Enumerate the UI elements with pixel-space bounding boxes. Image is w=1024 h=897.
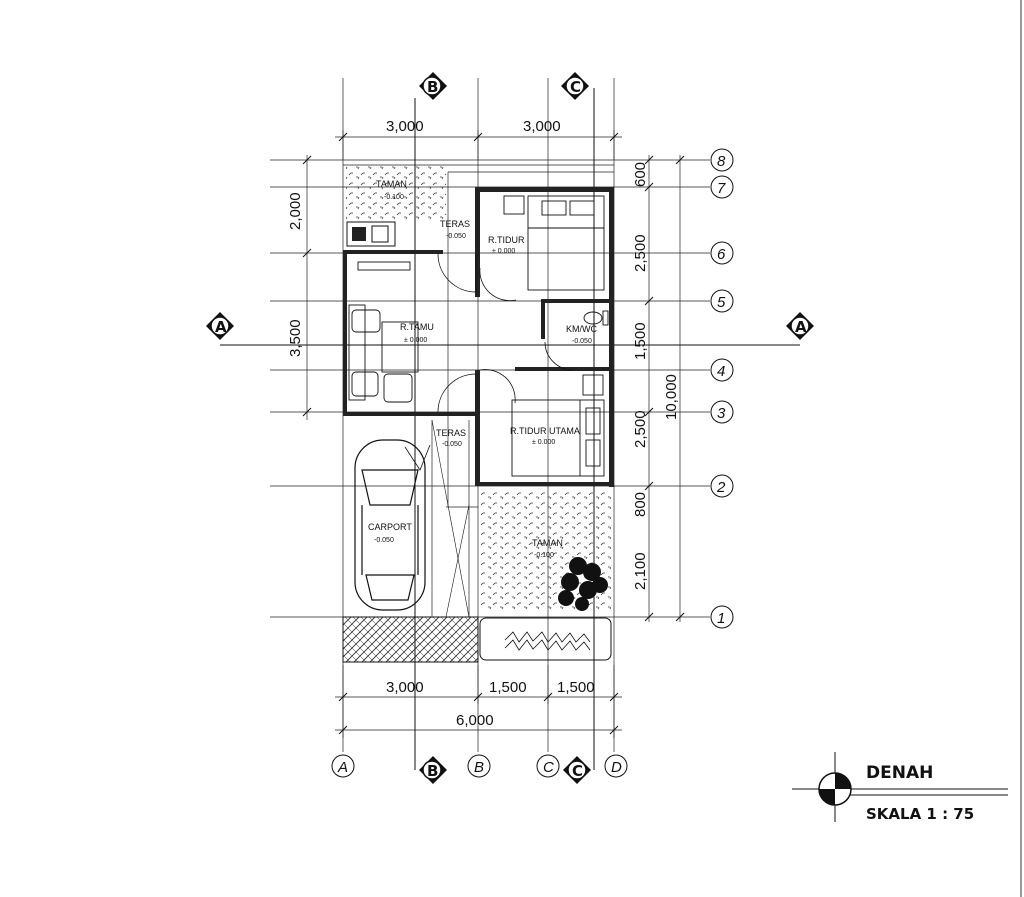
dim-label: 3,000 bbox=[523, 118, 561, 135]
grid-row-label: 5 bbox=[717, 294, 726, 311]
room-name: CARPORT bbox=[368, 522, 412, 532]
section-marker-a-right: A bbox=[786, 312, 814, 340]
section-marker-c-top: C bbox=[561, 72, 589, 100]
section-label: C bbox=[570, 78, 581, 96]
grid-row-label: 7 bbox=[717, 180, 726, 197]
room-name: TERAS bbox=[436, 428, 466, 438]
room-level: -0.050 bbox=[442, 441, 462, 448]
section-label: A bbox=[215, 318, 227, 336]
room-name: R.TIDUR UTAMA bbox=[510, 426, 580, 436]
car-icon bbox=[354, 439, 431, 611]
grid-row-bubbles: 8 7 6 5 4 3 2 1 bbox=[710, 148, 734, 629]
planter bbox=[479, 617, 612, 661]
room-level: -0.050 bbox=[446, 233, 466, 240]
room-level: -0.100 bbox=[384, 194, 404, 201]
dim-label: 2,500 bbox=[632, 234, 649, 272]
room-level: -0.050 bbox=[374, 537, 394, 544]
section-label: B bbox=[427, 78, 438, 96]
room-labels: TAMAN -0.100 TERAS -0.050 R.TIDUR ± 0.00… bbox=[368, 179, 597, 559]
dim-total-label: 10,000 bbox=[663, 374, 680, 420]
grid-col-label: D bbox=[611, 759, 622, 776]
section-marker-b-bottom: B bbox=[419, 756, 447, 784]
section-marker-b-top: B bbox=[419, 72, 447, 100]
dimensions-left: 2,000 3,500 bbox=[287, 155, 312, 420]
dim-label: 3,000 bbox=[386, 679, 424, 696]
grid-row-label: 2 bbox=[716, 479, 726, 496]
grid-col-label: C bbox=[543, 759, 554, 776]
room-name: R.TIDUR bbox=[488, 235, 525, 245]
dim-label: 3,000 bbox=[386, 118, 424, 135]
dim-label: 1,500 bbox=[557, 679, 595, 696]
grid-col-label: B bbox=[474, 759, 484, 776]
section-label: B bbox=[427, 762, 438, 780]
dim-label: 600 bbox=[632, 162, 649, 187]
grid-col-bubbles: A B C D bbox=[331, 754, 628, 778]
grid-row-label: 6 bbox=[717, 246, 726, 263]
carport-diagonals bbox=[431, 419, 470, 618]
garden-top-hatch bbox=[346, 165, 446, 221]
dim-label: 3,500 bbox=[287, 319, 304, 357]
grid-col-label: A bbox=[337, 759, 348, 776]
bed-master bbox=[511, 374, 605, 477]
section-marker-c-bottom: C bbox=[563, 756, 591, 784]
dim-total-label: 6,000 bbox=[456, 712, 494, 729]
dim-label: 2,000 bbox=[287, 192, 304, 230]
grid-row-label: 4 bbox=[717, 363, 725, 380]
section-label: C bbox=[572, 762, 583, 780]
room-name: TERAS bbox=[440, 219, 470, 229]
dimensions-top: 3,000 3,000 bbox=[335, 118, 622, 160]
dim-label: 2,500 bbox=[632, 410, 649, 448]
room-level: ± 0.000 bbox=[492, 248, 515, 255]
shrub-icon bbox=[504, 631, 591, 651]
dimensions-bottom: 3,000 1,500 1,500 6,000 bbox=[335, 665, 622, 738]
toilet-icon bbox=[583, 310, 609, 326]
dim-label: 2,100 bbox=[632, 552, 649, 590]
title-block: DENAH SKALA 1 : 75 bbox=[792, 752, 1008, 823]
room-level: -0.100 bbox=[534, 552, 554, 559]
site-outline bbox=[343, 164, 614, 617]
dimensions-right: 600 2,500 1,500 2,500 800 2,100 10,000 bbox=[632, 155, 685, 622]
dim-label: 800 bbox=[632, 492, 649, 517]
room-name: TAMAN bbox=[532, 538, 563, 548]
dim-label: 1,500 bbox=[489, 679, 527, 696]
drawing-scale: SKALA 1 : 75 bbox=[866, 805, 974, 823]
room-name: R.TAMU bbox=[400, 322, 434, 332]
grid-row-label: 8 bbox=[717, 153, 726, 170]
drawing-title: DENAH bbox=[866, 763, 933, 783]
walls bbox=[343, 187, 614, 487]
bed-bedroom bbox=[503, 195, 605, 291]
room-name: TAMAN bbox=[376, 179, 407, 189]
room-level: -0.050 bbox=[572, 338, 592, 345]
section-marker-a-left: A bbox=[206, 312, 234, 340]
grid-row-label: 3 bbox=[717, 405, 726, 422]
section-label: A bbox=[795, 318, 807, 336]
room-level: ± 0.000 bbox=[404, 337, 427, 344]
grid-row-label: 1 bbox=[717, 610, 725, 627]
doors bbox=[437, 253, 574, 413]
room-level: ± 0.000 bbox=[532, 439, 555, 446]
paving-hatch bbox=[342, 616, 479, 663]
room-name: KM/WC bbox=[566, 324, 597, 334]
dim-label: 1,500 bbox=[632, 322, 649, 360]
tree-icon bbox=[558, 557, 608, 611]
sofa-set bbox=[348, 261, 419, 403]
